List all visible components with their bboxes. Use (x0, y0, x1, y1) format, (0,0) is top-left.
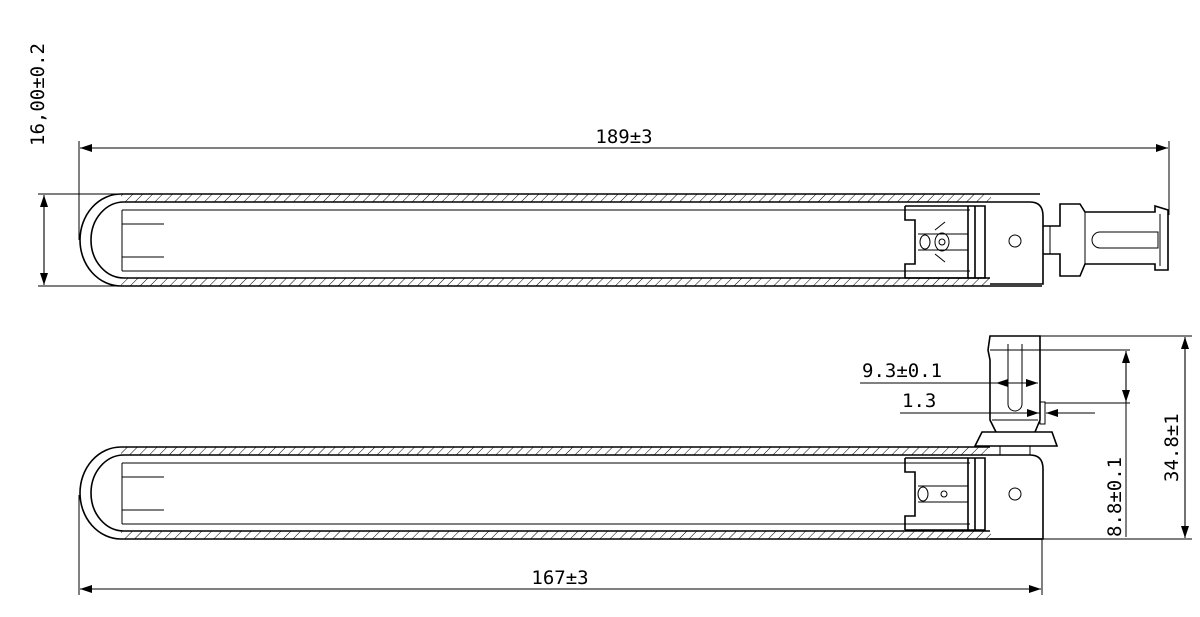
bottom-clip-rivet-1 (917, 486, 929, 502)
top-base-hole (1008, 234, 1022, 248)
top-clip-rivet-2 (934, 232, 950, 252)
top-connector-slot (1091, 231, 1159, 249)
bottom-base-block (990, 454, 1044, 540)
bottom-inner-board (121, 462, 970, 525)
dim-text-167: 167±3 (531, 567, 588, 589)
bottom-tube-outer (79, 446, 1042, 540)
top-view (79, 193, 1169, 287)
bottom-connector-flange (973, 431, 1059, 447)
bottom-clip-rivet-2 (940, 490, 948, 498)
dim-text-189: 189±3 (595, 126, 652, 148)
dim-text-16: 16,00±0.2 (27, 43, 49, 146)
dim-text-1-3: 1.3 (902, 390, 936, 412)
bottom-wall-hatch-upper (121, 447, 991, 455)
top-tube-inner (90, 201, 990, 279)
bottom-clip (904, 457, 986, 531)
top-wall-hatch-upper (121, 194, 991, 202)
dim-text-34-8: 34.8±1 (1161, 413, 1183, 482)
bottom-clip-slot (918, 485, 968, 503)
top-clip-rivet-3 (938, 238, 946, 246)
bottom-base-hole (1008, 487, 1022, 501)
bottom-tube-inner (90, 454, 990, 532)
bottom-view (79, 335, 1059, 540)
dim-text-8-8: 8.8±0.1 (1104, 457, 1126, 537)
top-clip (904, 205, 986, 279)
top-connector (1043, 203, 1169, 277)
dim-text-9-3: 9.3±0.1 (862, 360, 942, 382)
bottom-wall-hatch-lower (121, 531, 991, 539)
top-dimensions: 189±3 16,00±0.2 (27, 43, 1170, 287)
top-inner-board (121, 209, 970, 272)
bottom-connector-details (990, 349, 1040, 455)
top-clip-slot (918, 221, 968, 263)
top-tube-outer (79, 193, 1042, 287)
top-base-block (990, 201, 1044, 285)
bottom-dimensions: 167±3 9.3±0.1 1.3 8.8±0.1 34.8±1 (78, 335, 1192, 595)
bottom-connector-slot (1007, 344, 1023, 412)
top-connector-details (1049, 212, 1161, 266)
top-wall-hatch-lower (121, 278, 991, 286)
top-clip-rivet-1 (919, 234, 931, 250)
